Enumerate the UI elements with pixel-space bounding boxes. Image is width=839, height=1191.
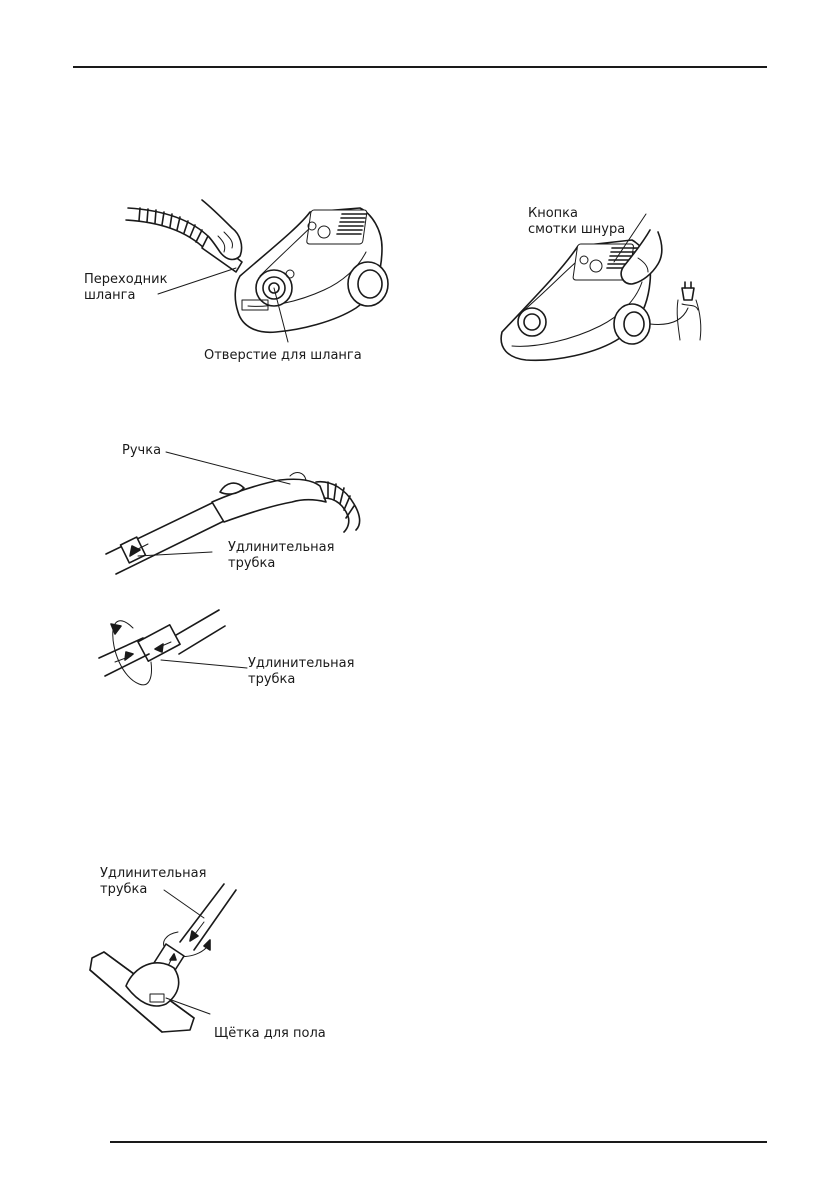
extension-tube-label-1: Удлинительная трубка (228, 540, 335, 571)
rotate-arrow-icon (112, 620, 152, 686)
plug-icon (681, 287, 695, 301)
tube-joint-illustration (98, 609, 248, 686)
cord-button-label: Кнопка смотки шнура (528, 206, 626, 237)
extension-tube-label-3: Удлинительная трубка (100, 866, 207, 897)
hose-adapter-label: Переходник шланга (84, 272, 168, 303)
floor-brush-label: Щётка для пола (214, 1026, 326, 1041)
hose-opening-label: Отверстие для шланга (204, 348, 362, 363)
footer-rule (110, 1141, 767, 1143)
extension-tube-label-2: Удлинительная трубка (248, 656, 355, 687)
cord-rewind-illustration (500, 213, 702, 362)
floor-brush-illustration (89, 883, 237, 1033)
header-rule (73, 66, 767, 68)
handle-label: Ручка (122, 443, 162, 458)
handle-tube-illustration (105, 451, 361, 575)
hand-icon (620, 229, 663, 285)
hand-icon (201, 199, 243, 261)
hose-insert-illustration (125, 199, 389, 343)
